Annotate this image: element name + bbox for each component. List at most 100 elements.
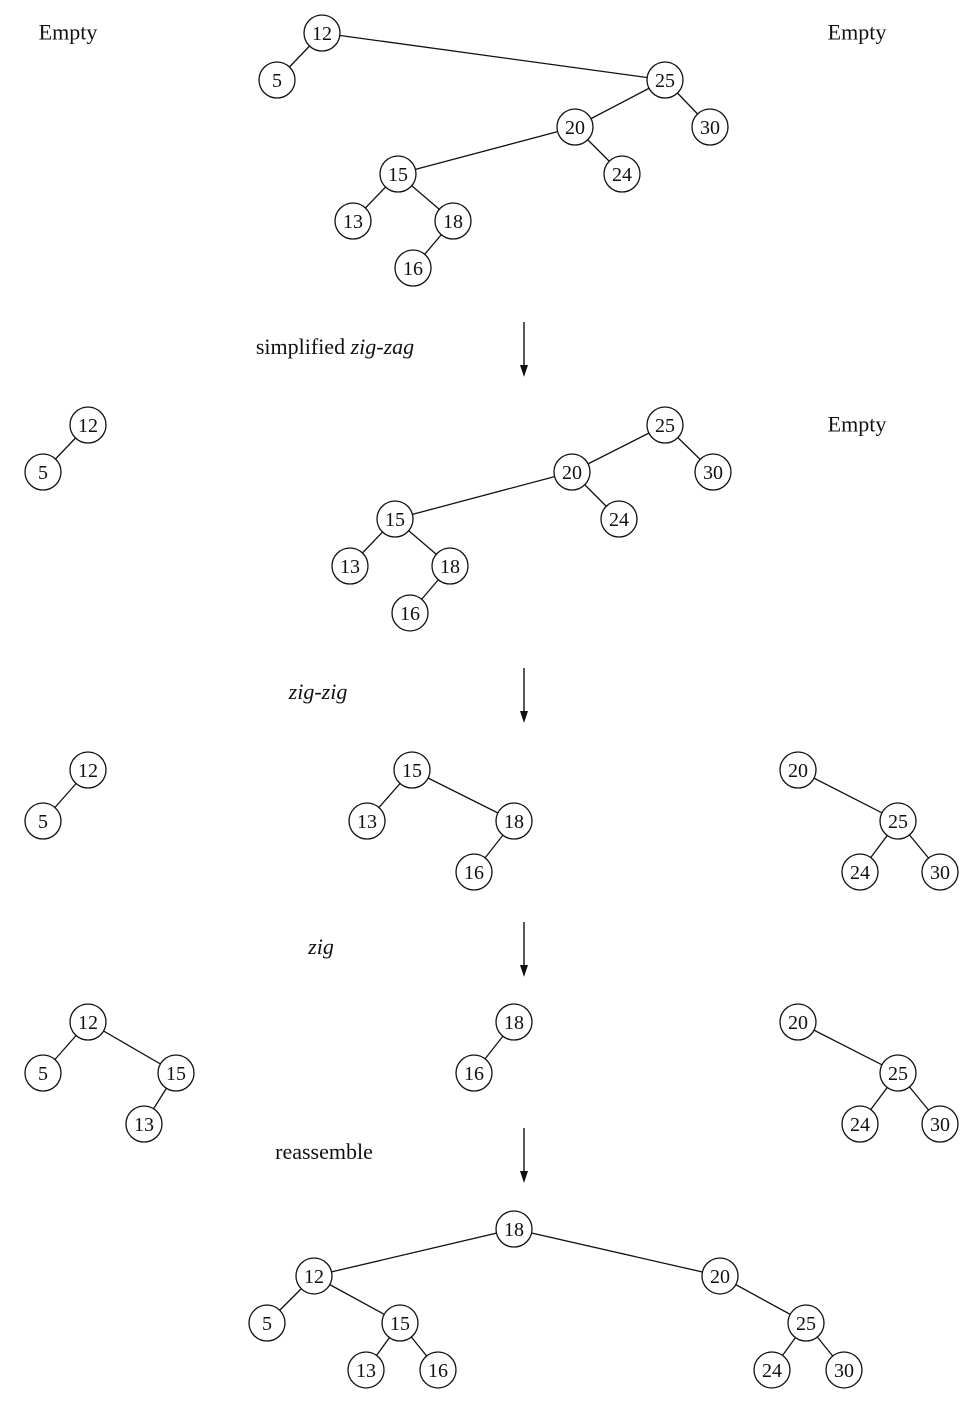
step-label: simplified zig-zag <box>256 334 414 359</box>
tree-node-24: 24 <box>841 853 879 891</box>
tree-node-12: 12 <box>69 751 107 789</box>
node-value: 24 <box>612 164 632 186</box>
node-circle <box>394 249 432 287</box>
tree-node-13: 13 <box>125 1105 163 1143</box>
tree-edge <box>313 1228 515 1277</box>
tree-node-18: 18 <box>495 1003 533 1041</box>
node-circle <box>419 1351 457 1389</box>
node-value: 13 <box>343 211 363 233</box>
step-label: zig <box>307 934 334 959</box>
tree-node-15: 15 <box>381 1304 419 1342</box>
tree-node-30: 30 <box>921 1105 959 1143</box>
node-value: 5 <box>38 811 48 833</box>
tree-node-12: 12 <box>303 14 341 52</box>
tree-node-12: 12 <box>69 1003 107 1041</box>
tree-node-13: 13 <box>347 1351 385 1389</box>
node-value: 30 <box>703 462 723 484</box>
node-circle <box>303 14 341 52</box>
tree-node-15: 15 <box>376 500 414 538</box>
tree-node-18: 18 <box>431 547 469 585</box>
node-circle <box>391 594 429 632</box>
node-circle <box>779 1003 817 1041</box>
node-value: 20 <box>788 760 808 782</box>
node-value: 5 <box>272 70 282 92</box>
node-value: 24 <box>762 1360 782 1382</box>
tree-node-20: 20 <box>701 1257 739 1295</box>
tree-node-13: 13 <box>331 547 369 585</box>
tree-node-16: 16 <box>455 853 493 891</box>
node-value: 15 <box>385 509 405 531</box>
node-value: 18 <box>440 556 460 578</box>
node-value: 12 <box>78 1012 98 1034</box>
node-value: 25 <box>888 811 908 833</box>
node-value: 25 <box>655 415 675 437</box>
node-value: 24 <box>850 862 870 884</box>
node-value: 25 <box>796 1313 816 1335</box>
tree-node-15: 15 <box>379 155 417 193</box>
tree-edge <box>797 1021 899 1074</box>
tree-node-20: 20 <box>779 751 817 789</box>
tree-node-5: 5 <box>24 453 62 491</box>
tree-node-24: 24 <box>600 500 638 538</box>
node-circle <box>646 61 684 99</box>
node-value: 15 <box>166 1063 186 1085</box>
tree-node-12: 12 <box>69 406 107 444</box>
node-value: 30 <box>834 1360 854 1382</box>
node-circle <box>334 202 372 240</box>
node-circle <box>248 1304 286 1342</box>
node-circle <box>879 1054 917 1092</box>
node-circle <box>331 547 369 585</box>
down-arrow-icon <box>520 668 528 723</box>
node-circle <box>434 202 472 240</box>
tree-node-24: 24 <box>603 155 641 193</box>
tree-node-25: 25 <box>646 61 684 99</box>
node-value: 5 <box>262 1313 272 1335</box>
tree-s3-left: 12 5 <box>24 751 107 840</box>
node-circle <box>157 1054 195 1092</box>
node-value: 16 <box>428 1360 448 1382</box>
node-value: 12 <box>78 415 98 437</box>
tree-node-18: 18 <box>434 202 472 240</box>
tree-edge <box>513 1228 721 1277</box>
tree-node-30: 30 <box>921 853 959 891</box>
node-circle <box>393 751 431 789</box>
tree-node-13: 13 <box>334 202 372 240</box>
node-value: 20 <box>710 1266 730 1288</box>
node-circle <box>921 1105 959 1143</box>
node-value: 30 <box>700 117 720 139</box>
node-circle <box>495 1003 533 1041</box>
node-value: 25 <box>888 1063 908 1085</box>
node-circle <box>495 802 533 840</box>
node-value: 13 <box>357 811 377 833</box>
tree-node-5: 5 <box>248 1304 286 1342</box>
tree-node-16: 16 <box>419 1351 457 1389</box>
node-value: 13 <box>340 556 360 578</box>
node-value: 15 <box>402 760 422 782</box>
tree-node-16: 16 <box>455 1054 493 1092</box>
node-circle <box>69 751 107 789</box>
tree-node-25: 25 <box>646 406 684 444</box>
node-circle <box>24 802 62 840</box>
node-value: 13 <box>134 1114 154 1136</box>
tree-node-5: 5 <box>24 802 62 840</box>
step-label: reassemble <box>275 1139 373 1164</box>
node-value: 16 <box>464 862 484 884</box>
node-circle <box>24 453 62 491</box>
empty-right-label: Empty <box>828 412 887 437</box>
node-value: 16 <box>464 1063 484 1085</box>
tree-node-24: 24 <box>753 1351 791 1389</box>
tree-node-25: 25 <box>879 1054 917 1092</box>
node-value: 15 <box>388 164 408 186</box>
node-value: 24 <box>609 509 629 531</box>
step-label: zig-zig <box>288 679 348 704</box>
node-circle <box>553 453 591 491</box>
down-arrow-icon <box>520 922 528 977</box>
node-circle <box>879 802 917 840</box>
down-arrow-icon <box>520 322 528 377</box>
node-value: 18 <box>443 211 463 233</box>
tree-node-13: 13 <box>348 802 386 840</box>
